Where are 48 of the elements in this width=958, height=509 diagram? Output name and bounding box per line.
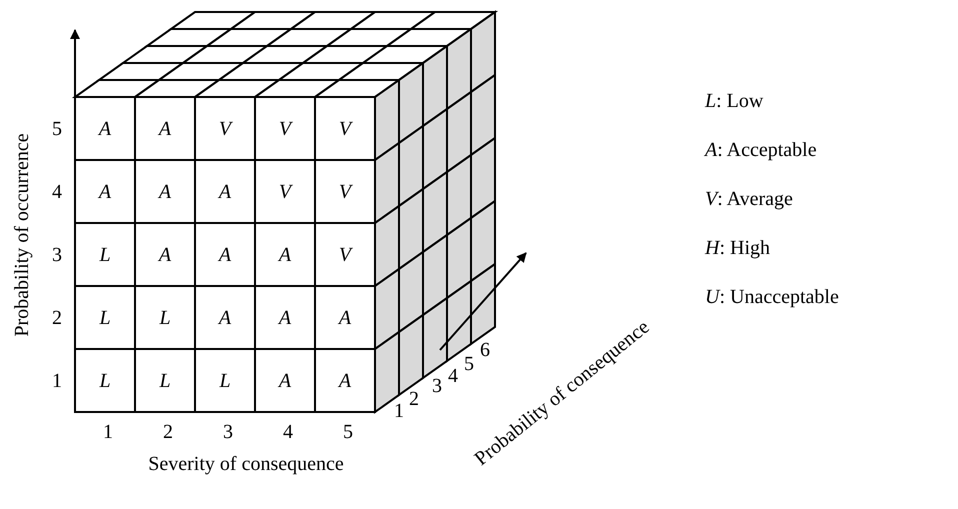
risk-level-letter: A (158, 244, 172, 266)
legend-entry: L: Low (705, 90, 764, 112)
legend-entry: A: Acceptable (705, 139, 817, 161)
risk-level-letter: A (278, 370, 292, 392)
axis-tick-label: 4 (448, 365, 458, 387)
risk-level-letter: V (338, 118, 352, 140)
legend-entry: U: Unacceptable (705, 286, 839, 308)
axis-tick-label: 1 (52, 370, 62, 392)
risk-level-letter: L (159, 306, 171, 328)
risk-level-letter: V (278, 180, 292, 202)
axis-title: Severity of consequence (148, 453, 344, 475)
risk-level-letter: A (218, 244, 232, 266)
axis-tick-label: 4 (283, 421, 293, 443)
risk-level-letter: A (158, 118, 172, 140)
risk-level-letter: L (219, 370, 231, 392)
risk-level-letter: V (338, 180, 352, 202)
risk-level-letter: L (99, 370, 111, 392)
risk-level-letter: A (278, 244, 292, 266)
risk-level-letter: A (98, 180, 112, 202)
axis-tick-label: 6 (480, 339, 490, 361)
risk-level-letter: A (98, 118, 112, 140)
axis-tick-label: 3 (52, 244, 62, 266)
axis-tick-label: 3 (223, 421, 233, 443)
risk-level-letter: L (99, 244, 111, 266)
axis-tick-label: 1 (103, 421, 113, 443)
axis-tick-label: 5 (343, 421, 353, 443)
axis-tick-label: 5 (464, 353, 474, 375)
axis-tick-label: 2 (409, 388, 419, 410)
risk-level-letter: A (218, 180, 232, 202)
risk-level-letter: V (338, 244, 352, 266)
risk-level-letter: A (338, 306, 352, 328)
axis-title: Probability of occurrence (11, 133, 33, 337)
axis-tick-label: 3 (432, 375, 442, 397)
axis-tick-label: 4 (52, 180, 62, 202)
axis-tick-label: 2 (52, 306, 62, 328)
axis-tick-label: 1 (394, 400, 404, 422)
risk-level-letter: A (158, 180, 172, 202)
legend-entry: H: High (705, 237, 770, 259)
risk-level-letter: A (338, 370, 352, 392)
axis-tick-label: 2 (163, 421, 173, 443)
risk-level-letter: A (218, 306, 232, 328)
risk-level-letter: V (278, 118, 292, 140)
risk-level-letter: A (278, 306, 292, 328)
legend-entry: V: Average (705, 188, 793, 210)
risk-level-letter: L (159, 370, 171, 392)
risk-level-letter: L (99, 306, 111, 328)
risk-level-letter: V (218, 118, 232, 140)
axis-tick-label: 5 (52, 118, 62, 140)
